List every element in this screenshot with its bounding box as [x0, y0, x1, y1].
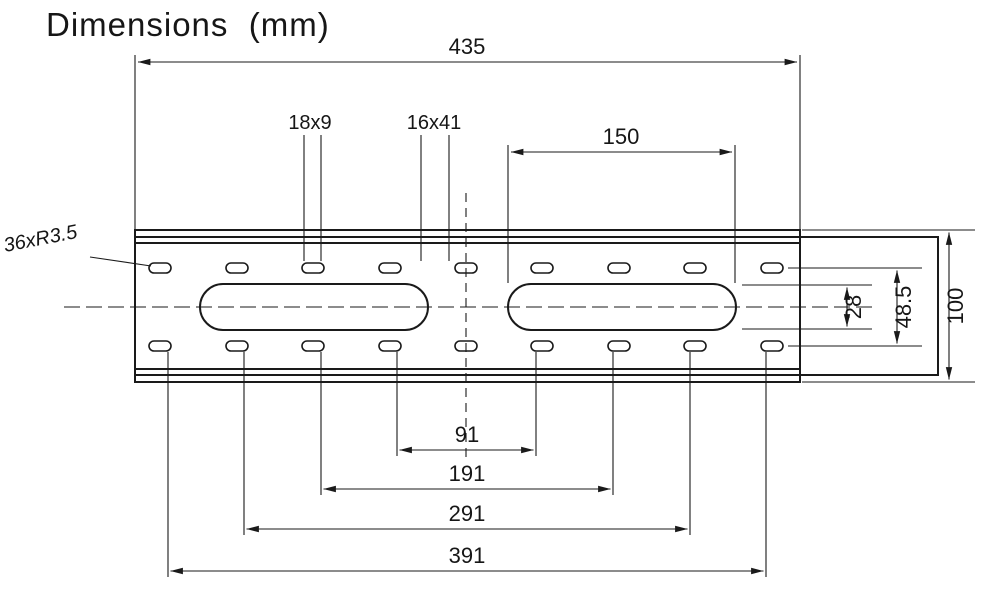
dim-label-435: 435 [449, 34, 486, 59]
slot-hole [225, 340, 249, 352]
slot-hole [760, 340, 784, 352]
slot-hole [378, 340, 402, 352]
leader-line [89, 256, 152, 267]
dim-span-91: 91 [396, 352, 537, 456]
dim-label-16x41: 16x41 [407, 112, 462, 134]
slot-hole [148, 340, 172, 352]
slot-hole [607, 340, 631, 352]
dim-small-slot: 18x9 [288, 112, 332, 261]
dim-overall-height: 100 [802, 229, 975, 383]
dim-span-391: 391 [167, 352, 767, 577]
slot-hole [378, 262, 402, 274]
note-label-36xR3.5: 36xR3.5 [2, 221, 80, 257]
slot-hole [607, 262, 631, 274]
dim-large-slot-length: 150 [507, 124, 736, 283]
slot-hole [530, 340, 554, 352]
dim-label-291: 291 [449, 501, 486, 526]
dim-label-28: 28 [841, 295, 866, 319]
rail-right-extension [799, 236, 939, 376]
centerlines [64, 193, 877, 462]
dim-span-191: 191 [320, 352, 614, 495]
dim-label-150: 150 [603, 124, 640, 149]
slot-hole [301, 262, 325, 274]
dim-row-spacing: 48.5 [788, 267, 922, 347]
dim-label-91: 91 [455, 422, 479, 447]
radius-note: 36xR3.5 [2, 221, 152, 267]
dim-span-291: 291 [243, 352, 691, 535]
dim-label-191: 191 [449, 461, 486, 486]
dim-label-391: 391 [449, 543, 486, 568]
slot-hole [225, 262, 249, 274]
dim-overall-width: 435 [134, 34, 801, 229]
slot-hole [683, 340, 707, 352]
dim-center-slot: 16x41 [407, 112, 462, 261]
page-title: Dimensions (mm) [46, 6, 330, 43]
dim-label-100: 100 [943, 288, 968, 325]
slot-row-top [148, 262, 784, 274]
dim-large-slot-width: 28 [742, 284, 872, 330]
slot-hole [148, 262, 172, 274]
slot-row-bottom [148, 340, 784, 352]
slot-hole [530, 262, 554, 274]
slot-hole [760, 262, 784, 274]
slot-hole [683, 262, 707, 274]
slot-hole [301, 340, 325, 352]
dim-label-18x9: 18x9 [288, 112, 331, 134]
dim-label-48-5: 48.5 [891, 286, 916, 329]
